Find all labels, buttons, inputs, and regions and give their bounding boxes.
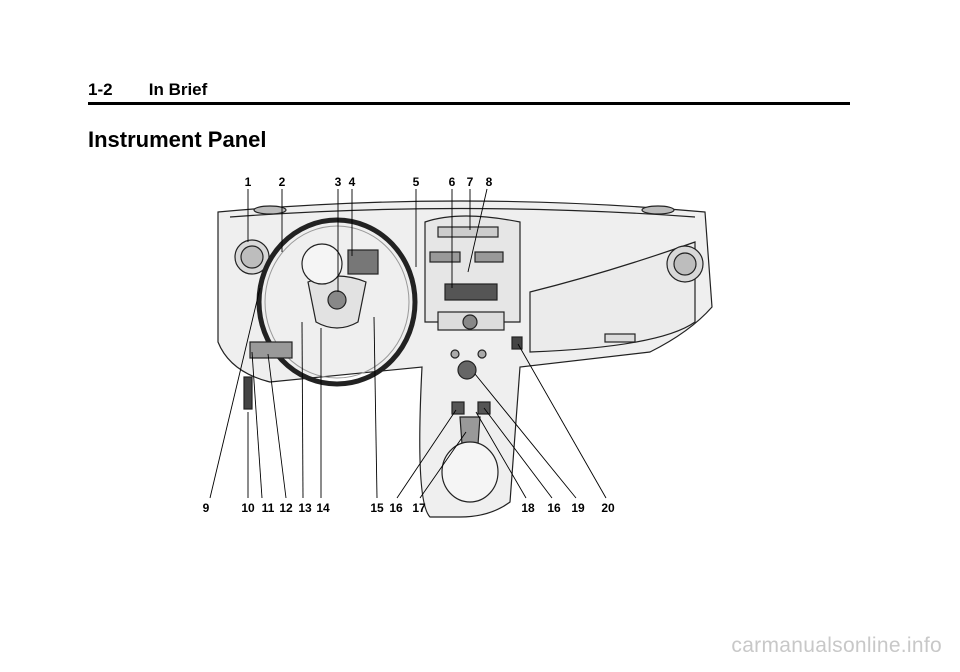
callout-labels: 1 2 3 4 5 6 7 8 9 10 11 12 13 14 15 16 1… (203, 175, 615, 515)
page-number: 1-2 (88, 80, 113, 99)
callout-16: 16 (389, 501, 403, 515)
callout-5: 5 (413, 175, 420, 189)
callout-7: 7 (467, 175, 474, 189)
callout-8: 8 (486, 175, 493, 189)
callout-2: 2 (279, 175, 286, 189)
callout-10: 10 (241, 501, 255, 515)
page-title: Instrument Panel (88, 127, 267, 152)
dashboard-drawing (217, 200, 713, 518)
callout-15: 15 (370, 501, 384, 515)
callout-6: 6 (449, 175, 456, 189)
callout-11: 11 (262, 501, 275, 515)
callout-4: 4 (349, 175, 356, 189)
callout-19: 19 (571, 501, 585, 515)
callout-18: 18 (521, 501, 535, 515)
callout-20: 20 (601, 501, 615, 515)
instrument-panel-illustration: 1 2 3 4 5 6 7 8 9 10 11 12 13 14 15 16 1… (190, 172, 740, 524)
callout-9: 9 (203, 501, 210, 515)
watermark: carmanualsonline.info (731, 634, 942, 657)
callout-16-right: 16 (547, 501, 561, 515)
callout-17: 17 (412, 501, 426, 515)
callout-3: 3 (335, 175, 342, 189)
callout-1: 1 (245, 175, 252, 189)
callout-14: 14 (316, 501, 330, 515)
leader-lines (209, 188, 607, 499)
callout-13: 13 (298, 501, 312, 515)
section-title: In Brief (148, 80, 208, 99)
callout-12: 12 (279, 501, 293, 515)
page-header: 1-2 In Brief (88, 80, 207, 100)
header-rule (88, 102, 850, 105)
